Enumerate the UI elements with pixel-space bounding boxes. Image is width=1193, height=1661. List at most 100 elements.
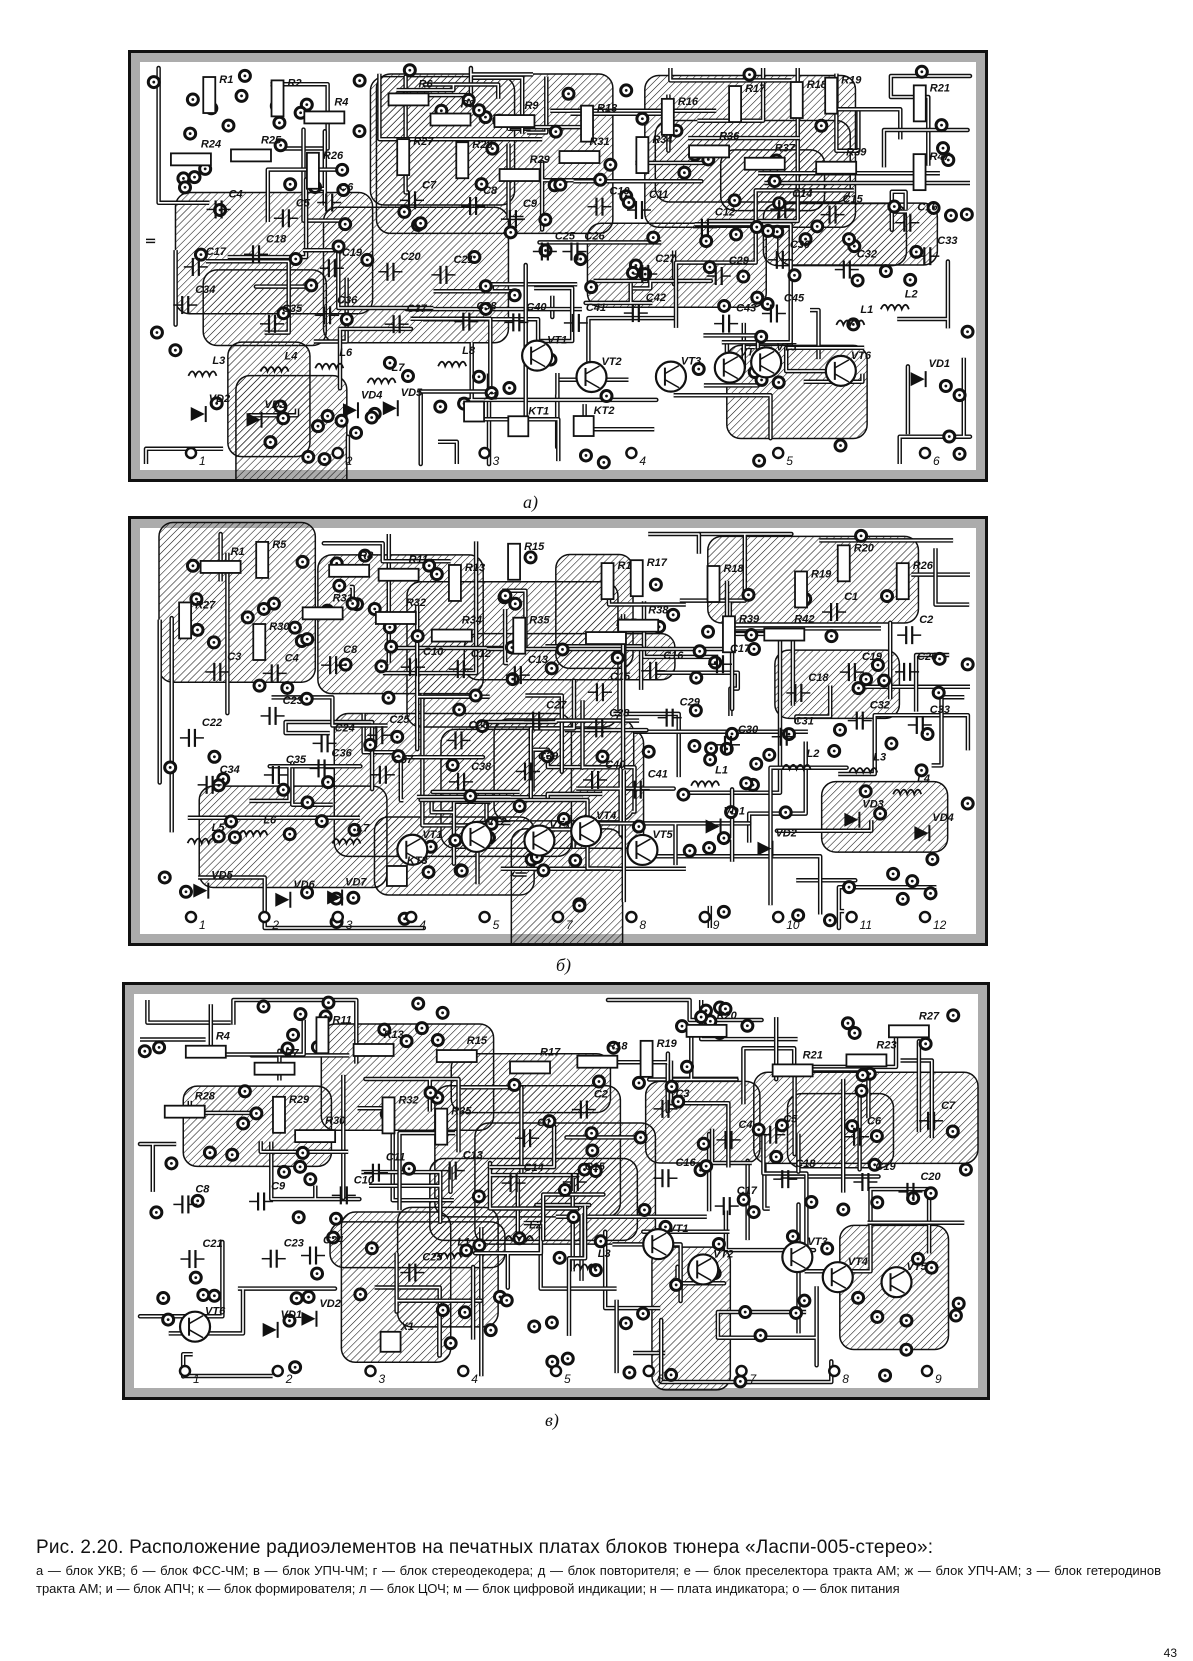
component-vt5: VT5: [626, 829, 673, 867]
component-label: R30: [325, 1115, 346, 1127]
component-c26: C26: [562, 231, 605, 261]
component-vd2: VD2: [301, 1298, 341, 1327]
component-label: C40: [526, 301, 547, 313]
component-label: C25: [555, 230, 576, 242]
component-label: C18: [266, 233, 287, 245]
pin-number: 4: [471, 1372, 478, 1386]
component-c26: C26: [446, 719, 490, 750]
component-c33: C33: [915, 235, 957, 266]
component-c12: C12: [448, 648, 491, 679]
component-r19: R19: [639, 1038, 678, 1078]
component-l7: L7: [331, 823, 370, 847]
component-label: R16: [678, 96, 699, 108]
component-label: C15: [843, 194, 864, 206]
component-label: VT5: [907, 1261, 928, 1273]
component-label: R4: [334, 96, 348, 108]
component-label: L1: [457, 1237, 470, 1249]
component-c23: C23: [261, 1238, 304, 1268]
component-c22: C22: [179, 717, 222, 747]
component-label: C4: [738, 1119, 752, 1131]
component-label: VD1: [929, 358, 950, 370]
component-r8: R8: [429, 99, 476, 127]
component-c3: C3: [653, 1088, 690, 1118]
component-label: R20: [717, 1010, 738, 1022]
component-c39: C39: [516, 750, 559, 781]
component-c41: C41: [563, 302, 606, 332]
component-label: C23: [284, 1238, 304, 1250]
component-r27: R27: [178, 599, 216, 640]
component-vt6: VT6: [824, 350, 872, 387]
component-r27: R27: [396, 136, 434, 177]
component-r30: R30: [252, 621, 290, 661]
component-c1: C1: [822, 591, 858, 622]
component-l2: L2: [781, 748, 819, 772]
component-r13: R13: [352, 1029, 404, 1057]
component-c2: C2: [571, 1089, 608, 1119]
component-r2: R2: [270, 77, 302, 118]
component-label: C3: [675, 1088, 689, 1100]
component-label: C2: [919, 614, 933, 626]
component-label: R35: [529, 615, 550, 627]
component-label: C9: [523, 198, 538, 210]
component-c18: C18: [244, 233, 287, 264]
component-label: C40: [605, 759, 626, 771]
caption-title: Рис. 2.20. Расположение радиоэлементов н…: [36, 1537, 934, 1558]
component-label: C12: [715, 207, 735, 219]
component-label: C17: [730, 643, 751, 655]
component-l4: L4: [259, 351, 298, 375]
component-label: C19: [862, 651, 883, 663]
component-label: C24: [335, 722, 355, 734]
component-label: C32: [857, 249, 877, 261]
component-label: R21: [803, 1049, 823, 1061]
component-label: VT2: [713, 1248, 733, 1260]
component-vd2: VD2: [190, 393, 230, 423]
component-label: VD1: [281, 1309, 302, 1321]
component-label: C17: [737, 1185, 758, 1197]
component-label: KT3: [407, 855, 428, 867]
pin-number: 2: [271, 918, 279, 932]
component-label: VT5: [652, 829, 673, 841]
component-kt3: KT3: [385, 855, 428, 887]
component-label: VT5: [776, 341, 797, 353]
component-c40: C40: [504, 301, 547, 332]
pin-number: 4: [419, 918, 426, 932]
component-label: VT1: [547, 335, 567, 347]
component-r15: R15: [507, 541, 545, 581]
component-c1: C1: [515, 1117, 551, 1148]
component-label: L3: [212, 355, 225, 367]
component-label: R36: [719, 130, 740, 142]
component-r4: R4: [184, 1031, 230, 1059]
component-label: L4: [917, 773, 930, 785]
component-c29: C29: [706, 255, 750, 286]
traces: [157, 531, 971, 931]
page-number: 43: [1163, 1646, 1177, 1660]
pin-number: 12: [933, 918, 947, 932]
component-label: L4: [285, 351, 298, 363]
component-vd4: VD4: [914, 812, 954, 842]
component-c41: C41: [625, 769, 668, 799]
component-c21: C21: [180, 1238, 223, 1269]
component-c29: C29: [657, 697, 701, 727]
component-c4: C4: [206, 188, 243, 219]
component-label: C35: [282, 303, 303, 315]
component-c18: C18: [773, 1158, 816, 1189]
component-label: R19: [657, 1038, 678, 1050]
component-label: L6: [263, 814, 277, 826]
component-c17: C17: [183, 246, 227, 276]
component-label: C4: [285, 652, 299, 664]
component-r42: R42: [763, 614, 814, 642]
component-c7: C7: [400, 179, 437, 210]
component-label: C32: [870, 700, 890, 712]
component-label: R8: [461, 99, 476, 111]
component-label: C5: [296, 197, 311, 209]
component-label: R15: [524, 541, 545, 553]
component-label: C20: [400, 251, 421, 263]
component-r23: R23: [845, 1039, 897, 1068]
caption-legend: а — блок УКВ; б — блок ФСС-ЧМ; в — блок …: [36, 1563, 1161, 1596]
component-label: C1: [844, 591, 858, 603]
component-r39: R39: [815, 147, 867, 175]
